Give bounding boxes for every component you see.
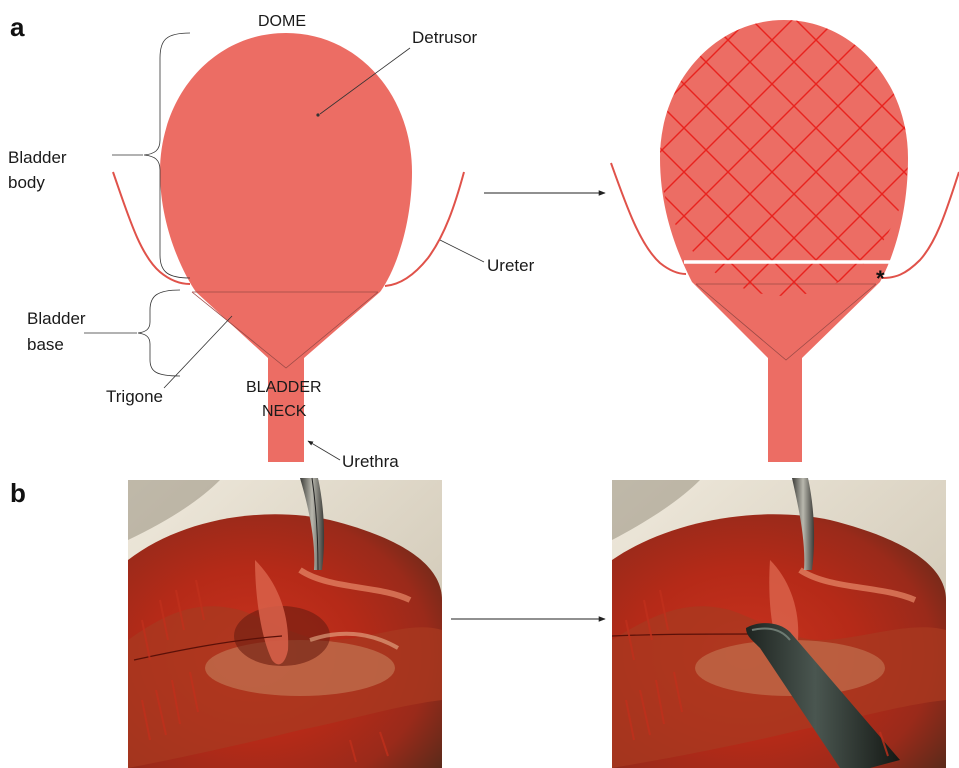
bladder-diagram-left (113, 33, 464, 462)
surgical-photo-left (128, 478, 442, 768)
mesh-line (908, 0, 959, 300)
leader-detrusor-dot (316, 113, 319, 116)
panel-label-b: b (10, 478, 26, 508)
leader-urethra (308, 441, 340, 460)
surgical-photo-right (612, 478, 946, 768)
label-bladder-base-line1: Bladder (27, 309, 86, 328)
label-bladder-body-line1: Bladder (8, 148, 67, 167)
mesh-line (908, 0, 959, 300)
label-bladder-base-line2: base (27, 335, 64, 354)
label-bladder-body-line2: body (8, 173, 45, 192)
label-bladder-neck-line2: NECK (262, 403, 307, 420)
mesh-line (952, 0, 959, 300)
label-detrusor: Detrusor (412, 28, 478, 47)
panel-label-a: a (10, 12, 25, 42)
label-dome: DOME (258, 13, 306, 30)
right-bladder-shape (660, 20, 908, 462)
label-trigone: Trigone (106, 387, 163, 406)
left-bladder-shape (160, 33, 412, 462)
brace-bladder-base (138, 290, 180, 376)
label-bladder-neck-line1: BLADDER (246, 379, 322, 396)
leader-trigone (164, 316, 232, 388)
leader-ureter (440, 240, 484, 262)
mesh-line (952, 0, 959, 300)
label-urethra: Urethra (342, 452, 399, 471)
label-ureter: Ureter (487, 256, 535, 275)
asterisk-marker: * (876, 266, 885, 291)
